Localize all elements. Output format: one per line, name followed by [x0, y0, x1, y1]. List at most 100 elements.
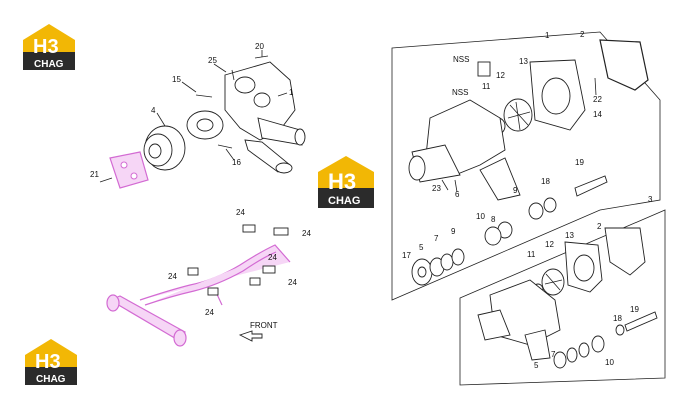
callout-label: 6: [455, 190, 460, 199]
nss-fitting: [477, 61, 491, 77]
callout-label: 15: [172, 75, 181, 84]
logo-mark: H3: [35, 351, 61, 373]
logo-word: CHAG: [328, 195, 360, 207]
callout-label: 11: [527, 250, 536, 259]
cover-window-lower: [573, 254, 595, 282]
front-indicator: FRONT: [238, 321, 278, 342]
pink-pipe-end: [173, 329, 187, 347]
bolt-15: [195, 94, 213, 98]
logo-word: CHAG: [36, 374, 66, 385]
outlet-end: [294, 128, 306, 146]
callout-label: 13: [519, 57, 528, 66]
housing-inlet-lower: [477, 309, 511, 341]
callout-label: 12: [545, 240, 554, 249]
bearing: [543, 197, 557, 213]
bolt-25: [231, 69, 235, 81]
logo-band: [23, 52, 75, 70]
logo-middle: H3 CHAG: [318, 156, 374, 208]
callout-label: 24: [205, 308, 214, 317]
callout-label: 1: [545, 31, 550, 40]
leader-line: [225, 148, 235, 161]
callout-label: 7: [551, 350, 556, 359]
callout-label: 4: [151, 106, 156, 115]
callout-label: 24: [302, 229, 311, 238]
ring-7-lower: [566, 347, 578, 363]
pump-boss: [234, 76, 256, 94]
callout-label: 3: [648, 195, 653, 204]
callout-label: 16: [232, 158, 241, 167]
logo-mark: H3: [33, 36, 59, 58]
callout-label: 5: [534, 361, 539, 370]
callout-label: 24: [236, 208, 245, 217]
shaft-lower: [624, 311, 658, 332]
callout-label: 19: [575, 158, 584, 167]
callout-label: 11: [482, 82, 491, 91]
leader-line: [277, 92, 288, 97]
callout-label: 23: [432, 184, 441, 193]
clamp-24: [207, 287, 219, 296]
callout-label: 12: [496, 71, 505, 80]
ring-9: [451, 248, 465, 266]
gasket-plate: [109, 151, 149, 189]
callout-label: 24: [288, 278, 297, 287]
impeller-vanes: [507, 101, 531, 131]
housing-pipe-lower: [524, 329, 551, 361]
callout-label: 1: [289, 88, 294, 97]
tube-assembly: 24 24 24 24 24 24: [106, 208, 311, 347]
callout-label: NSS: [453, 55, 469, 64]
bolt-21: [99, 177, 113, 183]
pulley-center: [148, 143, 162, 159]
bolt-6: [454, 179, 458, 193]
gasket-2-lower: [604, 227, 646, 276]
callout-label: 2: [597, 222, 602, 231]
front-arrow-icon: [238, 330, 263, 342]
clamp-24: [262, 265, 276, 274]
bearing-10-lower: [591, 335, 605, 353]
housing-pipe: [479, 157, 521, 201]
ring-5-lower: [553, 351, 567, 369]
callout-label: 20: [255, 42, 264, 51]
pump-boss: [253, 92, 271, 108]
gasket-hole: [120, 161, 128, 169]
callout-label: 24: [168, 272, 177, 281]
callout-label: 25: [208, 56, 217, 65]
callout-label: 9: [513, 186, 518, 195]
pump-outlet: [257, 117, 303, 146]
front-label: FRONT: [250, 321, 278, 330]
leader-line: [213, 63, 227, 73]
right-upper-assembly: 1 2 NSS 13 12 NSS 11 22 14 19 18 9 23 6 …: [391, 30, 661, 301]
bolt-22: [594, 77, 597, 96]
ring-7: [440, 253, 454, 271]
logo-word: CHAG: [34, 59, 64, 70]
bolt-20: [254, 55, 269, 59]
callout-label: 7: [434, 234, 439, 243]
callout-label: 8: [491, 215, 496, 224]
callout-label: 18: [541, 177, 550, 186]
callout-label: 9: [451, 227, 456, 236]
callout-label: 5: [419, 243, 424, 252]
logo-top-left: H3 CHAG: [23, 24, 75, 70]
shaft: [574, 175, 608, 197]
callout-label: 14: [593, 110, 602, 119]
bearing-18-lower: [615, 324, 625, 336]
callout-label: 2: [580, 30, 585, 39]
clamp-24: [187, 267, 199, 276]
leader-line: [156, 112, 166, 127]
callout-label: 10: [605, 358, 614, 367]
left-pump-assembly: 20 25 15 1 4 16 21: [90, 42, 306, 189]
frame-outline: [391, 31, 661, 301]
bolt-23: [441, 179, 449, 191]
logo-mark: H3: [328, 169, 356, 194]
impeller-vanes: [544, 273, 563, 291]
cover-plate-window: [541, 77, 571, 115]
callout-label: 24: [268, 253, 277, 262]
gasket-hole: [130, 172, 138, 180]
bolt-16: [217, 144, 233, 149]
bearing-lower: [578, 342, 590, 358]
clamp-24: [249, 277, 261, 286]
gasket-2: [599, 39, 649, 91]
logo-band: [25, 367, 77, 385]
callout-label: 22: [593, 95, 602, 104]
